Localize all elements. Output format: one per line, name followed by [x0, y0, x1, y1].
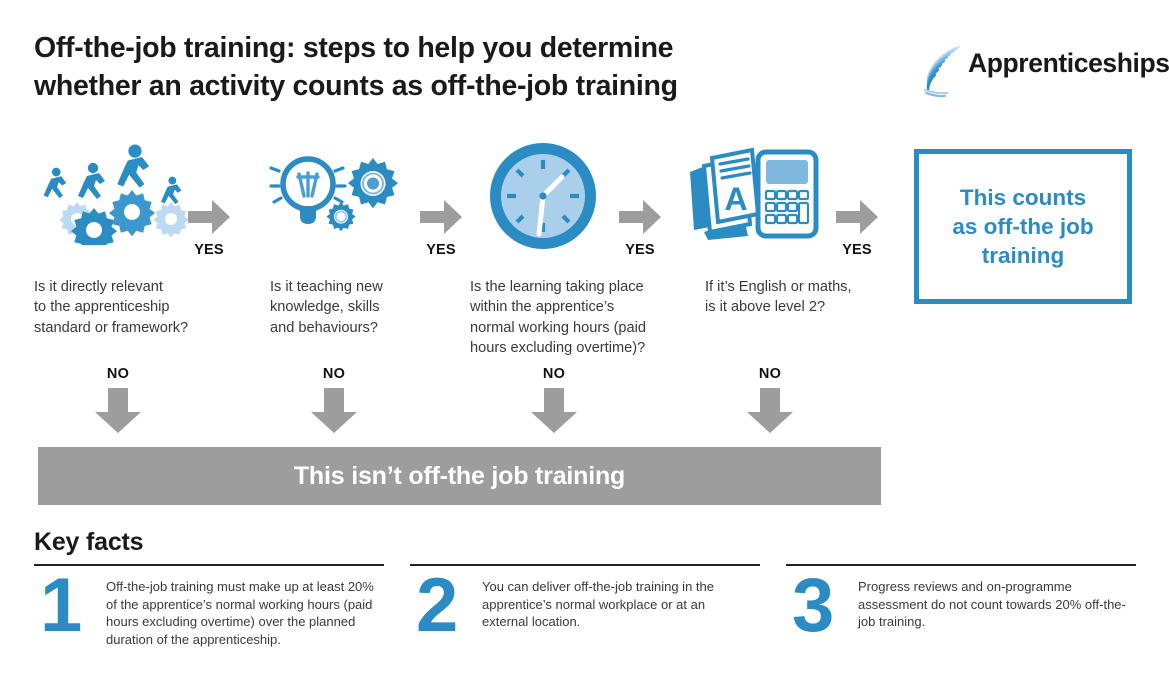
header: Off-the-job training: steps to help you …: [0, 0, 1169, 130]
result-not-counts-text: This isn’t off-the job training: [293, 461, 626, 490]
arrow-down-icon: [743, 387, 797, 435]
key-facts-title: Key facts: [34, 528, 144, 556]
books-and-calculator-icon: A: [686, 140, 826, 245]
yes-arrow-3: YES: [617, 196, 663, 258]
yes-label-4: YES: [842, 242, 872, 258]
no-label-2: NO: [322, 366, 346, 382]
no-label-4: NO: [758, 366, 782, 382]
key-fact-2-number: 2: [416, 563, 458, 648]
flow-step-1-question: Is it directly relevant to the apprentic…: [34, 279, 189, 336]
no-branch-4: NO: [743, 366, 797, 435]
key-fact-1-number: 1: [40, 563, 82, 648]
yes-arrow-4: YES: [834, 196, 880, 258]
key-fact-2-text: You can deliver off-the-job training in …: [482, 579, 714, 630]
no-branch-1: NO: [91, 366, 145, 435]
key-facts-section: Key facts 1 Off-the-job training must ma…: [0, 520, 1169, 698]
no-branch-3: NO: [527, 366, 581, 435]
no-label-3: NO: [542, 366, 566, 382]
arrow-down-icon: [527, 387, 581, 435]
key-fact-1-rule: [34, 564, 384, 566]
result-counts-box: This counts as off-the job training: [914, 149, 1132, 304]
arrow-right-icon: [186, 196, 232, 238]
arrow-down-icon: [91, 387, 145, 435]
lightbulb-and-gears-icon: [265, 140, 415, 245]
key-fact-1-text: Off-the-job training must make up at lea…: [106, 579, 374, 648]
arrow-right-icon: [418, 196, 464, 238]
yes-label-1: YES: [194, 242, 224, 258]
arrow-right-icon: [617, 196, 663, 238]
result-counts-text: This counts as off-the job training: [952, 184, 1094, 269]
key-fact-2-rule: [410, 564, 760, 566]
no-branch-2: NO: [307, 366, 361, 435]
arrow-down-icon: [307, 387, 361, 435]
key-fact-3-number: 3: [792, 563, 834, 648]
flow-step-2-question: Is it teaching new knowledge, skills and…: [270, 279, 383, 336]
page-title: Off-the-job training: steps to help you …: [34, 32, 678, 102]
flow-step-3-question: Is the learning taking place within the …: [470, 279, 647, 357]
people-and-gears-icon: [34, 140, 209, 255]
yes-label-2: YES: [426, 242, 456, 258]
apprenticeships-swoosh-icon: [915, 42, 967, 100]
brand-logo: Apprenticeships: [915, 40, 1169, 102]
flow-step-4-question: If it’s English or maths, is it above le…: [705, 279, 852, 316]
yes-arrow-1: YES: [186, 196, 232, 258]
key-fact-3-rule: [786, 564, 1136, 566]
key-fact-3-text: Progress reviews and on-programme assess…: [858, 579, 1126, 630]
yes-label-3: YES: [625, 242, 655, 258]
arrow-right-icon: [834, 196, 880, 238]
result-not-counts-banner: This isn’t off-the job training: [38, 447, 881, 505]
no-label-1: NO: [106, 366, 130, 382]
clock-icon: [487, 140, 599, 252]
yes-arrow-2: YES: [418, 196, 464, 258]
brand-name: Apprenticeships: [968, 48, 1169, 78]
decision-flow: Is it directly relevant to the apprentic…: [0, 140, 1169, 365]
svg-text:A: A: [724, 181, 747, 217]
